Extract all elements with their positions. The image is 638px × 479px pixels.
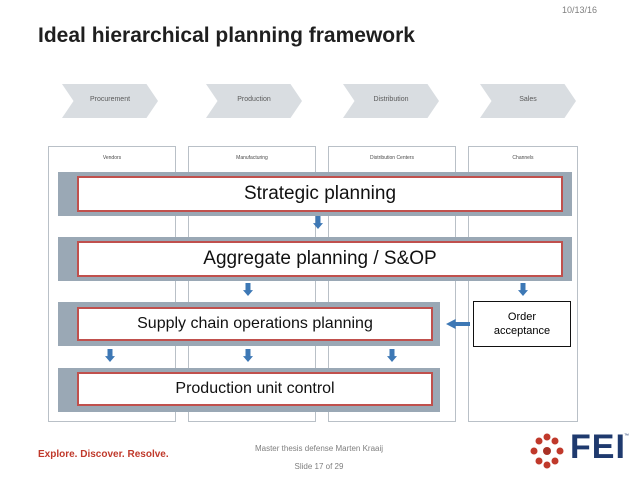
supply-chain-operations-label: Supply chain operations planning — [137, 315, 373, 332]
aggregate-planning-label: Aggregate planning / S&OP — [203, 248, 437, 269]
chevron-sales: Sales — [480, 84, 576, 118]
down-arrow-icon — [105, 349, 115, 362]
slide-title: Ideal hierarchical planning framework — [38, 24, 415, 47]
chevron-distribution: Distribution — [343, 84, 439, 118]
strategic-planning-box: Strategic planning — [77, 176, 563, 212]
chevron-label: Distribution — [373, 96, 409, 103]
left-arrow-icon — [446, 319, 470, 329]
footer-slide-number: Slide 17 of 29 — [294, 462, 344, 471]
footer-presenter: Master thesis defense Marten Kraaij — [254, 444, 384, 453]
date-label: 10/13/16 — [562, 5, 598, 15]
order-acceptance-box: Order acceptance — [473, 301, 571, 347]
column-header: Distribution Centers — [370, 155, 414, 161]
down-arrow-icon — [243, 349, 253, 362]
brand-name: FEI — [570, 428, 626, 466]
chevron-label: Production — [237, 96, 271, 103]
down-arrow-icon — [243, 283, 253, 296]
down-arrow-icon — [313, 216, 323, 229]
column-header: Channels — [512, 155, 534, 161]
order-acceptance-line2: acceptance — [493, 325, 551, 337]
column-header: Manufacturing — [236, 155, 268, 161]
chevron-label: Procurement — [89, 96, 131, 103]
production-unit-control-label: Production unit control — [175, 380, 335, 397]
down-arrow-icon — [387, 349, 397, 362]
fei-logo-icon — [530, 433, 564, 469]
aggregate-planning-box: Aggregate planning / S&OP — [77, 241, 563, 277]
strategic-planning-label: Strategic planning — [243, 183, 397, 204]
trademark-mark: ™ — [624, 433, 629, 439]
company-slogan: Explore. Discover. Resolve. — [38, 449, 169, 460]
supply-chain-operations-box: Supply chain operations planning — [77, 307, 433, 341]
column-header: Vendors — [102, 155, 122, 161]
down-arrow-icon — [518, 283, 528, 296]
chevron-label: Sales — [519, 96, 537, 103]
order-acceptance-line1: Order — [507, 311, 537, 323]
chevron-production: Production — [206, 84, 302, 118]
chevron-procurement: Procurement — [62, 84, 158, 118]
production-unit-control-box: Production unit control — [77, 372, 433, 406]
